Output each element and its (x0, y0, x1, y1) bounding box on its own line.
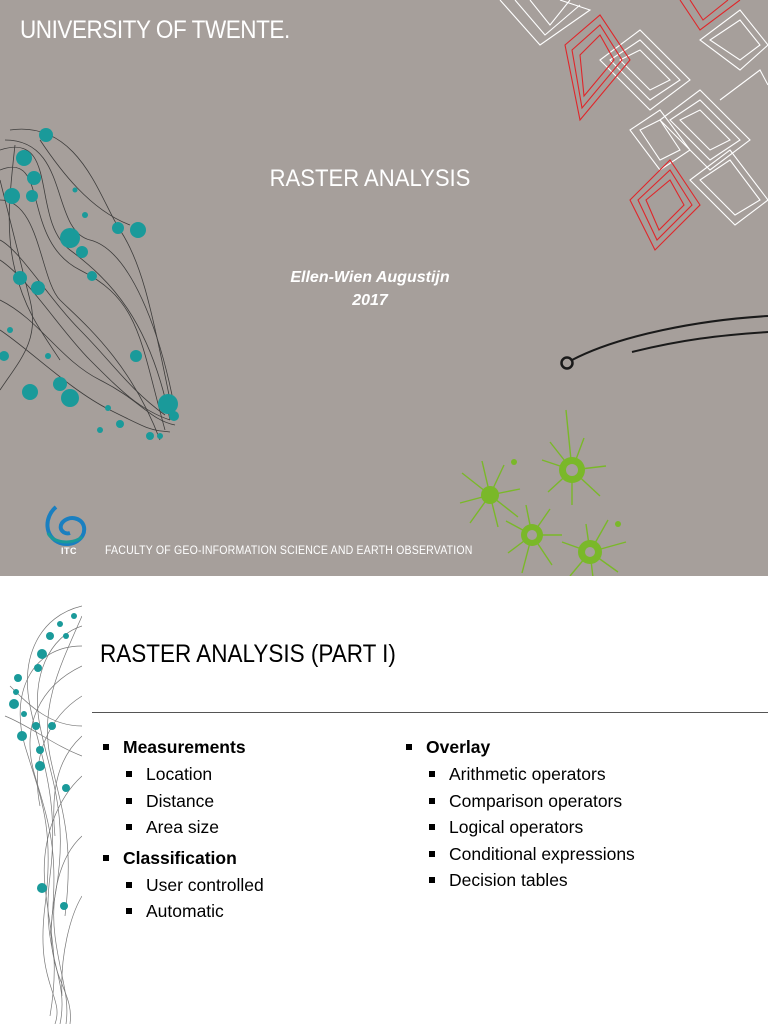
green-starburst-centers (481, 457, 621, 564)
sub-bullet-arithmetic-operators: Arithmetic operators (403, 761, 635, 788)
slide-title: RASTER ANALYSIS (PART I) (100, 640, 396, 668)
sub-bullet-conditional-expressions: Conditional expressions (403, 841, 635, 868)
presentation-title: RASTER ANALYSIS (269, 165, 471, 192)
bullet-classification: Classification (100, 845, 264, 872)
author-name: Ellen-Wien Augustijn (290, 269, 450, 286)
sub-bullet-area-size: Area size (100, 814, 264, 841)
right-bullet-list: Overlay Arithmetic operators Comparison … (403, 734, 635, 894)
black-curve-illustration (560, 315, 768, 370)
sub-bullet-user-controlled: User controlled (100, 872, 264, 899)
sub-bullet-distance: Distance (100, 788, 264, 815)
presentation-year: 2017 (352, 292, 388, 309)
faculty-name: FACULTY OF GEO-INFORMATION SCIENCE AND E… (105, 543, 473, 557)
teal-vine-illustration (4, 605, 82, 1024)
itc-logo-text: ITC (61, 546, 77, 556)
sub-bullet-location: Location (100, 761, 264, 788)
author-block: Ellen-Wien Augustijn 2017 (0, 266, 740, 312)
left-bullet-list: Measurements Location Distance Area size… (100, 734, 264, 925)
university-name: UNIVERSITY OF TWENTE. (20, 16, 290, 44)
sub-bullet-automatic: Automatic (100, 898, 264, 925)
sub-bullet-logical-operators: Logical operators (403, 814, 635, 841)
diamond-lattice-illustration (499, 0, 768, 251)
decorative-artwork (0, 0, 768, 576)
sub-bullet-decision-tables: Decision tables (403, 867, 635, 894)
title-divider (92, 712, 768, 713)
bullet-overlay: Overlay (403, 734, 635, 761)
content-slide: RASTER ANALYSIS (PART I) Measurements Lo… (0, 576, 768, 1024)
teal-nodes (0, 128, 179, 440)
sub-bullet-comparison-operators: Comparison operators (403, 788, 635, 815)
bullet-measurements: Measurements (100, 734, 264, 761)
green-starburst-illustration (459, 409, 627, 576)
title-slide: UNIVERSITY OF TWENTE. RASTER ANALYSIS El… (0, 0, 768, 576)
itc-logo-icon (45, 505, 87, 546)
